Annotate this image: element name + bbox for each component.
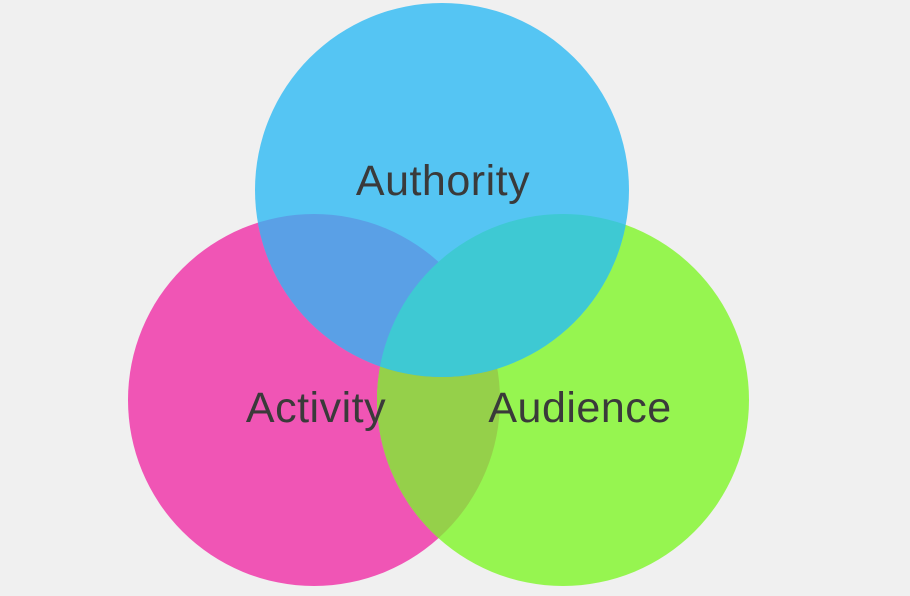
authority-audience-overlap <box>377 214 629 377</box>
activity-label: Activity <box>246 384 386 432</box>
audience-label: Audience <box>488 384 671 432</box>
authority-label: Authority <box>356 157 530 205</box>
